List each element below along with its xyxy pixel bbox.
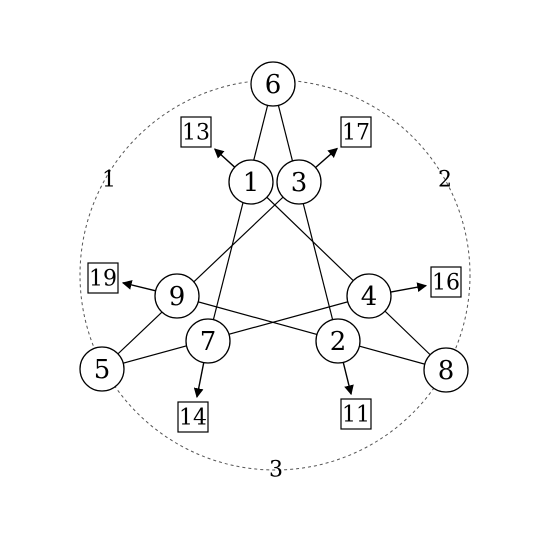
edge-n6-n7: [207, 83, 274, 342]
arrow-n4-to-b16: [390, 282, 428, 293]
node-label: 7: [200, 327, 217, 357]
node-9: 9: [154, 273, 200, 319]
arrow-n9-to-b19: [121, 280, 156, 292]
node-label: 6: [265, 70, 282, 100]
node-6: 6: [250, 61, 296, 107]
node-label: 4: [361, 282, 378, 312]
box-frame: [180, 116, 212, 148]
outer-dashed-circle: [79, 79, 471, 471]
box-label: 16: [432, 271, 460, 296]
node-circle: [185, 318, 231, 364]
box-16: 16: [430, 266, 462, 298]
box-frame: [340, 398, 372, 430]
box-label: 17: [342, 121, 370, 146]
node-label: 1: [243, 168, 260, 198]
node-circle: [228, 159, 274, 205]
node-1: 1: [228, 159, 274, 205]
box-frame: [340, 116, 372, 148]
edge-n6-n2: [272, 83, 339, 342]
arrow-n7-to-b14: [193, 362, 205, 399]
node-circle: [250, 61, 296, 107]
node-label: 9: [169, 282, 186, 312]
box-frame: [177, 401, 209, 433]
box-frame: [430, 266, 462, 298]
box-label: 19: [89, 267, 117, 292]
box-label: 13: [182, 121, 210, 146]
node-circle: [79, 346, 125, 392]
node-8: 8: [423, 347, 469, 393]
box-11: 11: [340, 398, 372, 430]
edge-n8-n1: [250, 181, 447, 371]
node-7: 7: [185, 318, 231, 364]
side-label-2: 2: [438, 168, 452, 193]
box-17: 17: [340, 116, 372, 148]
box-label: 14: [179, 406, 207, 431]
node-circle: [154, 273, 200, 319]
box-19: 19: [87, 262, 119, 294]
node-label: 5: [94, 355, 111, 385]
side-label-1: 1: [102, 168, 116, 193]
node-3: 3: [276, 159, 322, 205]
node-label: 2: [330, 327, 347, 357]
box-14: 14: [177, 401, 209, 433]
arrows-layer: [121, 147, 428, 399]
box-frame: [87, 262, 119, 294]
box-13: 13: [180, 116, 212, 148]
node-label: 3: [291, 168, 308, 198]
node-5: 5: [79, 346, 125, 392]
arrow-n1-to-b13: [213, 148, 236, 168]
arrow-n3-to-b17: [315, 147, 338, 169]
side-label-3: 3: [269, 458, 283, 483]
node-label: 8: [438, 356, 455, 386]
arrow-n2-to-b11: [342, 362, 354, 396]
box-label: 11: [342, 403, 370, 428]
node-circle: [346, 273, 392, 319]
edge-n8-n9: [176, 295, 447, 371]
node-circle: [315, 318, 361, 364]
node-2: 2: [315, 318, 361, 364]
edges-layer: [101, 83, 447, 371]
node-circle: [423, 347, 469, 393]
edge-n5-n3: [101, 181, 300, 370]
node-4: 4: [346, 273, 392, 319]
node-circle: [276, 159, 322, 205]
edge-n5-n4: [101, 295, 370, 370]
